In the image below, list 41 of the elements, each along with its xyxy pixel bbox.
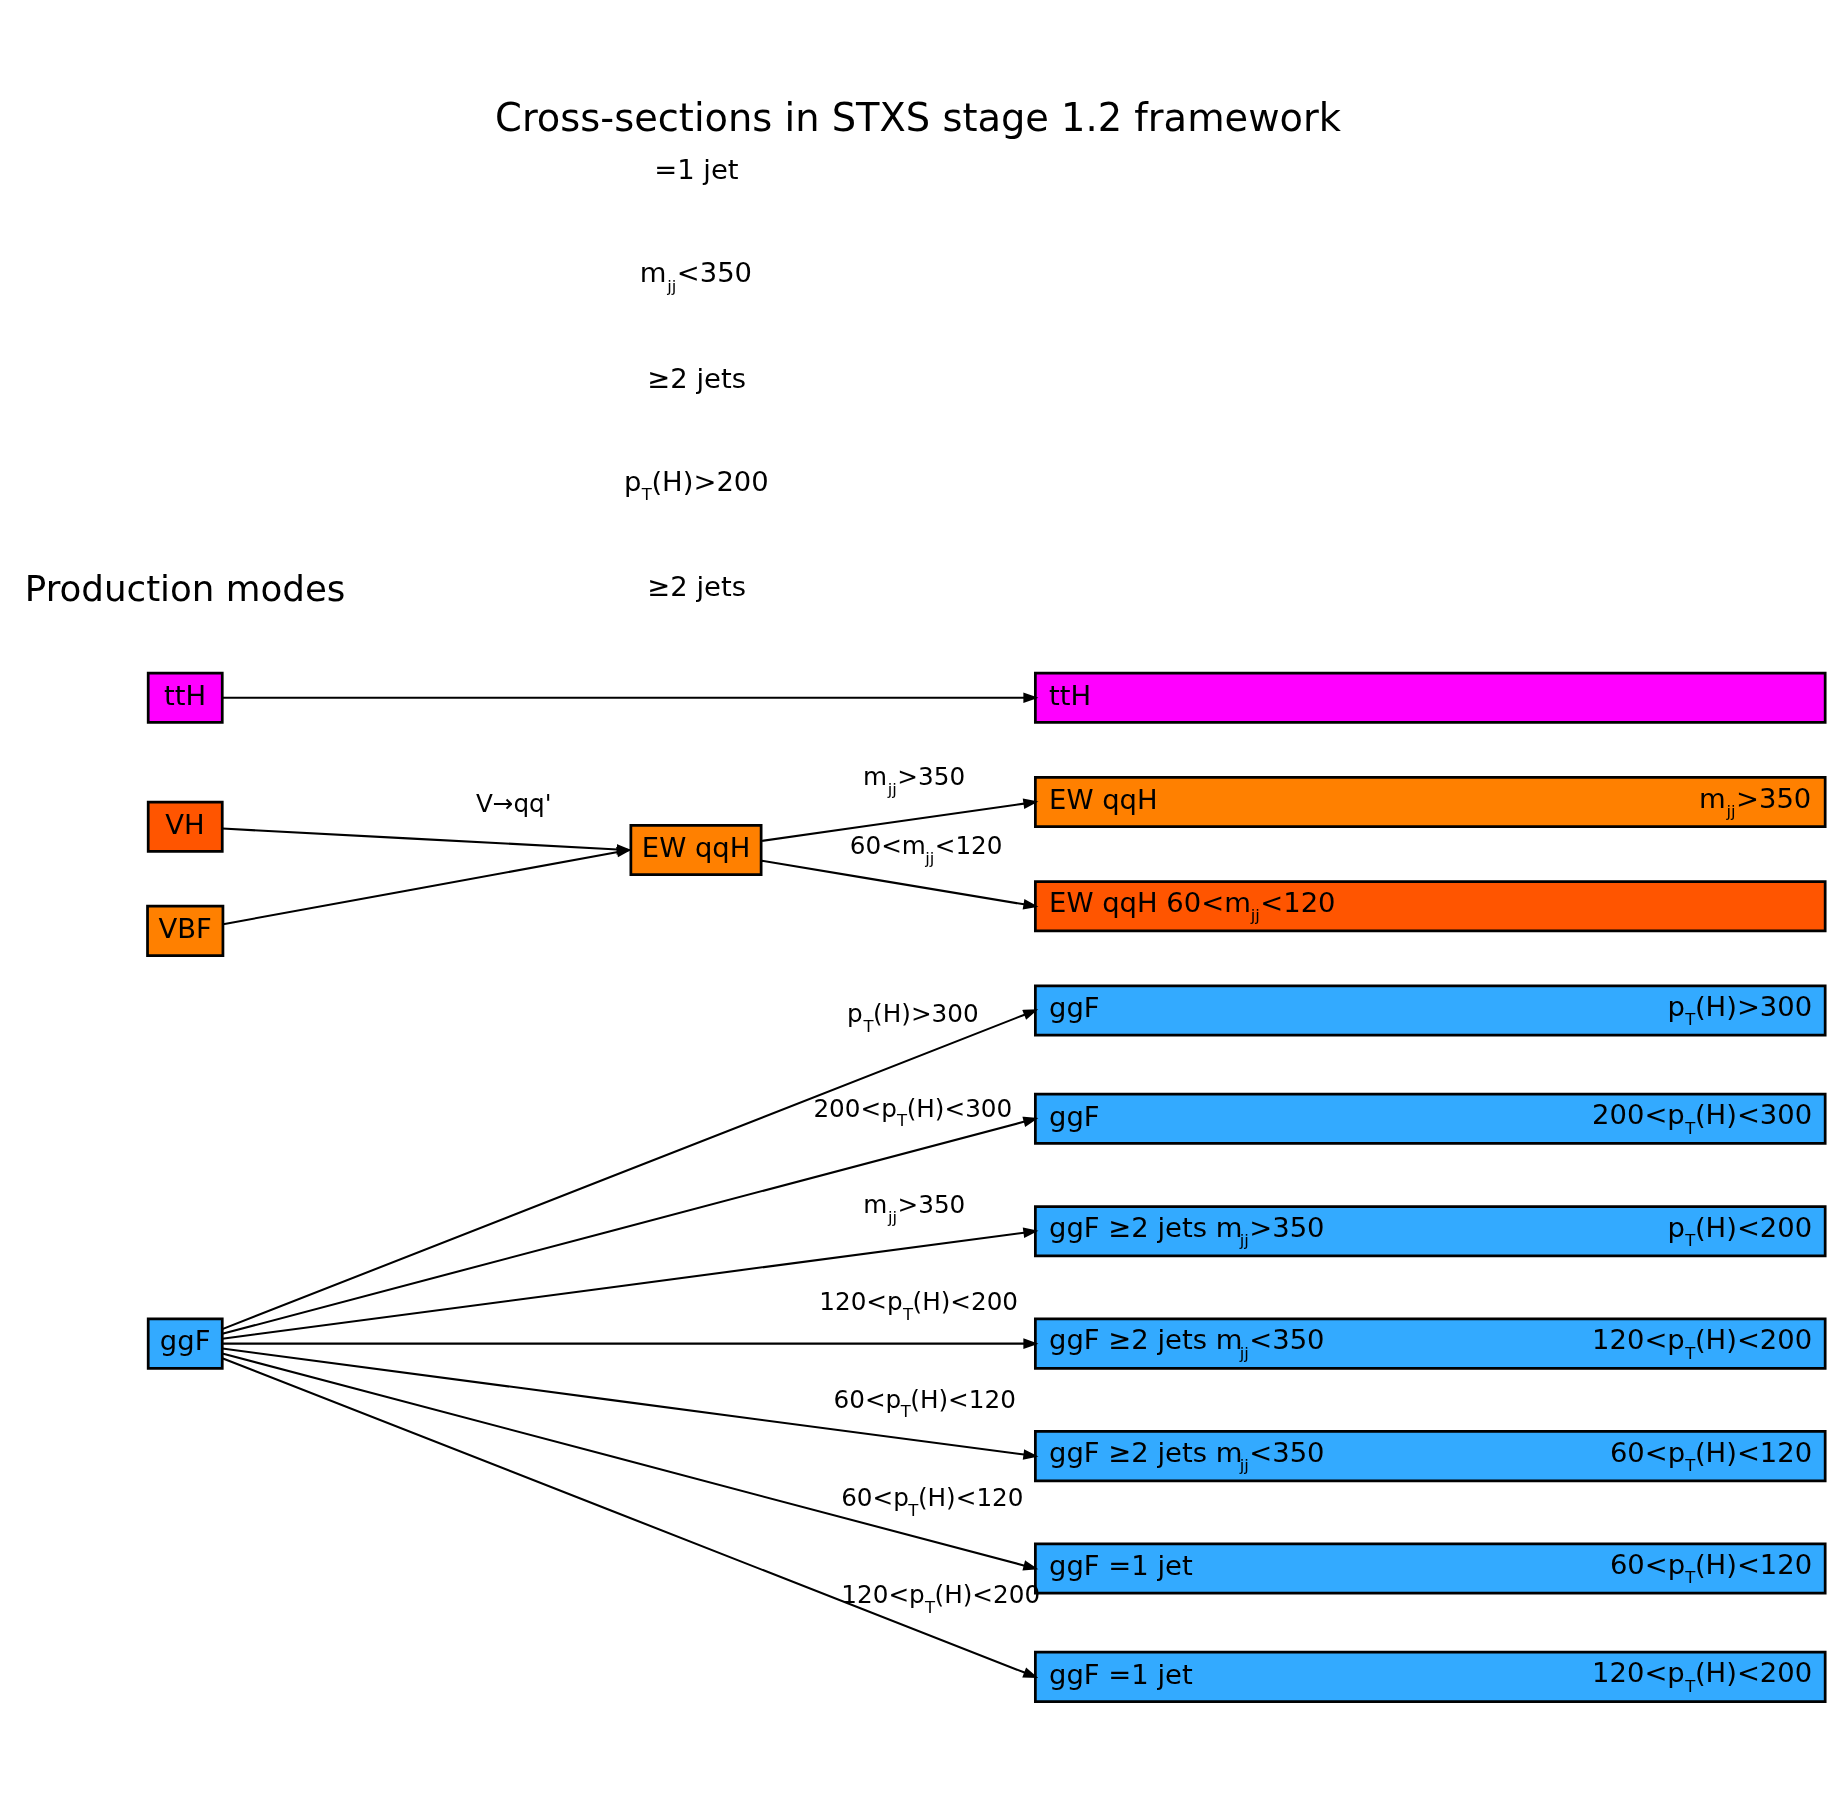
node-box: ggF =1 jet 120<p$_{T}$(H)<200 <box>1034 1650 1827 1703</box>
edge-label: p$_{T}$(H)>300 <box>847 999 979 1036</box>
arrow <box>222 692 1039 704</box>
arrow <box>222 1347 1039 1460</box>
edge-label: 60<p$_{T}$(H)<120 <box>833 1384 1016 1422</box>
node-box: EW qqH <box>629 823 763 877</box>
node-box: ggF ≥2 jets m$_{jj}$<350 60<p$_{T}$(H)<120 <box>1034 1430 1827 1483</box>
arrow <box>222 827 632 855</box>
node-box: ggF ≥2 jets m$_{jj}$>350 p$_{T}$(H)<200 <box>1034 1205 1827 1258</box>
arrow <box>221 1357 1039 1678</box>
node-box: EW qqH 60<m$_{jj}$<120 <box>1034 880 1827 933</box>
label: Production modes <box>24 567 346 609</box>
edge-label: V→qq' <box>475 788 552 818</box>
edge-label: 120<p$_{T}$(H)<200 <box>819 1287 1019 1324</box>
arrow <box>221 1009 1039 1331</box>
node-box: ttH <box>146 671 224 724</box>
edge-label: 60<p$_{T}$(H)<120 <box>841 1483 1024 1520</box>
node-box: ggF ≥2 jets m$_{jj}$<350 120<p$_{T}$(H)<200 <box>1034 1317 1827 1370</box>
diagram-title: Cross-sections in STXS stage 1.2 framework <box>495 94 1342 140</box>
edge-label: m$_{jj}$>350 <box>863 1190 966 1227</box>
label: m$_{jj}$<350 <box>639 257 753 296</box>
arrow <box>761 798 1039 842</box>
edge-label: 200<p$_{T}$(H)<300 <box>813 1093 1013 1131</box>
arrow <box>761 859 1039 910</box>
node-box: ggF p$_{T}$(H)>300 <box>1034 984 1827 1037</box>
arrow <box>222 1227 1039 1340</box>
label: p$_{T}$(H)>200 <box>624 465 769 505</box>
label: ≥2 jets <box>647 362 746 394</box>
node-box: EW qqH m$_{jj}$>350 <box>1034 775 1827 829</box>
edge-label: 60<m$_{jj}$<120 <box>849 831 1003 868</box>
arrow <box>222 1352 1039 1571</box>
label: ≥2 jets <box>647 571 746 603</box>
arrow <box>222 1116 1039 1335</box>
node-box: ggF <box>146 1317 224 1370</box>
node-box: VH <box>146 800 224 853</box>
arrow <box>222 1338 1039 1349</box>
node-box: ttH <box>1034 671 1827 724</box>
edge-label: m$_{jj}$>350 <box>863 762 966 799</box>
label: =1 jet <box>654 154 739 186</box>
node-box: VBF <box>146 904 225 957</box>
node-box: ggF 200<p$_{T}$(H)<300 <box>1034 1092 1827 1145</box>
